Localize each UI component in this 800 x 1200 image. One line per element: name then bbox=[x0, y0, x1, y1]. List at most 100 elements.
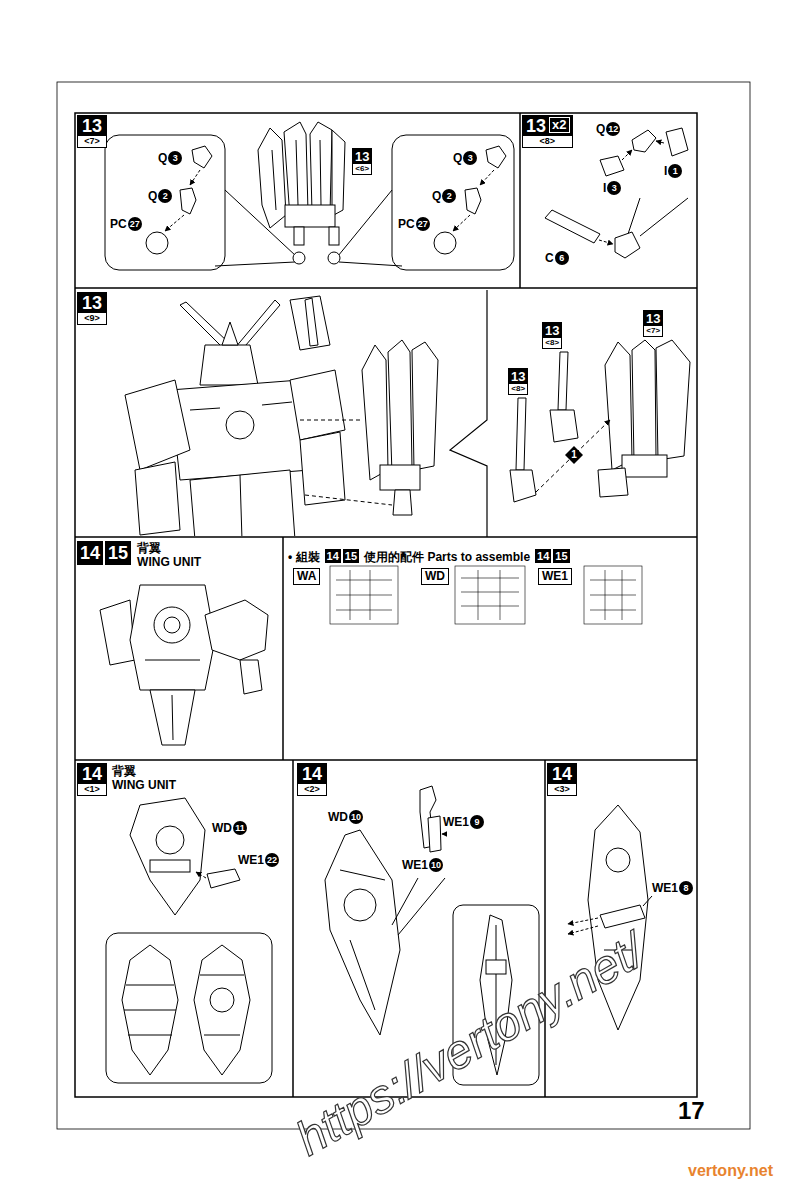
robot-illustration bbox=[125, 296, 438, 536]
step-number: 14 bbox=[548, 764, 576, 784]
step-mini-badge: 14 bbox=[325, 549, 341, 563]
part-callout: C6 bbox=[545, 250, 569, 265]
part-number: 3 bbox=[607, 181, 621, 195]
step-badge: 13x2<8> bbox=[522, 115, 573, 148]
runner-letter: Q bbox=[453, 151, 462, 165]
step-number: 13 bbox=[78, 293, 106, 313]
sub-step-number: <6> bbox=[353, 164, 371, 174]
step-illustration bbox=[100, 585, 268, 745]
step-number: 13 bbox=[78, 116, 106, 136]
runner-thumbnail bbox=[330, 566, 642, 624]
runner-letter: WE1 bbox=[443, 815, 469, 829]
runner-letter: C bbox=[545, 251, 554, 265]
instruction-line: 使用的配件 Parts to assemble bbox=[364, 549, 530, 564]
step-badge: 13<9> bbox=[77, 292, 107, 325]
part-callout: Q3 bbox=[453, 150, 477, 165]
step-number: 14 bbox=[325, 549, 341, 563]
step-number: 14 bbox=[77, 541, 103, 565]
runner-letter: Q bbox=[158, 151, 167, 165]
step-number: 14 bbox=[298, 764, 326, 784]
step-number: 15 bbox=[105, 541, 131, 565]
sub-step-number: <8> bbox=[543, 338, 561, 348]
sub-step-number: <1> bbox=[78, 784, 106, 795]
runner-letter: I bbox=[664, 164, 667, 178]
part-callout: WD10 bbox=[328, 809, 363, 824]
part-number: 9 bbox=[470, 815, 484, 829]
watermark-block: https://vertony.net/ bbox=[288, 925, 653, 1166]
part-callout: WE122 bbox=[238, 852, 279, 867]
part-callout: PC27 bbox=[398, 216, 430, 231]
step-badge: 14<2> bbox=[297, 763, 327, 796]
sub-step-number: <8> bbox=[509, 384, 527, 394]
sub-step-number: <7> bbox=[644, 326, 662, 336]
step-heading: 背翼 bbox=[137, 541, 161, 555]
step-number: 13 bbox=[523, 116, 549, 136]
step-illustration bbox=[450, 290, 690, 537]
runner-letter: WE1 bbox=[652, 881, 678, 895]
step-number: 13 bbox=[543, 323, 561, 338]
part-callout: Q2 bbox=[432, 188, 456, 203]
part-number: 27 bbox=[416, 217, 430, 231]
step-number: 15 bbox=[553, 549, 569, 563]
step-reference-tag: 13<8> bbox=[508, 368, 528, 395]
runner-letter: PC bbox=[110, 217, 127, 231]
runner-letter: PC bbox=[398, 217, 415, 231]
part-number: 6 bbox=[555, 251, 569, 265]
part-callout: Q12 bbox=[596, 121, 620, 136]
part-number: 10 bbox=[429, 858, 443, 872]
part-callout: WE110 bbox=[402, 857, 443, 872]
instruction-line: • 組裝 bbox=[288, 549, 320, 564]
watermark: vertony.net bbox=[688, 1162, 773, 1179]
part-callout: I1 bbox=[664, 163, 682, 178]
part-callout: WD11 bbox=[212, 820, 247, 835]
part-number: 3 bbox=[168, 151, 182, 165]
part-callout: PC27 bbox=[110, 216, 142, 231]
step-reference-tag: 13<8> bbox=[542, 322, 562, 349]
step-number: 14 bbox=[535, 549, 551, 563]
order-number: 1 bbox=[565, 446, 583, 464]
step-mini-badge: 15 bbox=[343, 549, 359, 563]
step-mini-badge: 14 bbox=[535, 549, 551, 563]
watermark-block: vertony.net bbox=[688, 1162, 773, 1180]
part-number: 2 bbox=[442, 189, 456, 203]
step-reference-tag: 13<7> bbox=[643, 310, 663, 337]
step-mini-badge: 15 bbox=[553, 549, 569, 563]
step-heading: 背翼 bbox=[112, 764, 136, 778]
page-number-block: 17 bbox=[678, 1098, 705, 1124]
part-callout: Q3 bbox=[158, 150, 182, 165]
part-number: 8 bbox=[679, 881, 693, 895]
part-number: 12 bbox=[606, 122, 620, 136]
step-number: 13 bbox=[509, 369, 527, 384]
runner-letter: Q bbox=[596, 122, 605, 136]
instruction-text: 使用的配件 Parts to assemble bbox=[364, 550, 530, 564]
runner-letter: Q bbox=[432, 189, 441, 203]
step-number: 14 bbox=[78, 764, 106, 784]
sub-step-number: <9> bbox=[78, 313, 106, 324]
part-number: 11 bbox=[233, 821, 247, 835]
runner-letter: WD bbox=[328, 810, 348, 824]
runner-letter: Q bbox=[148, 189, 157, 203]
part-number: 1 bbox=[668, 164, 682, 178]
sub-step-number: <8> bbox=[523, 136, 572, 147]
step-number: 15 bbox=[343, 549, 359, 563]
runner-tag: WD bbox=[421, 568, 449, 585]
step-illustration bbox=[106, 798, 272, 1083]
instruction-text: • 組裝 bbox=[288, 550, 320, 564]
part-number: 3 bbox=[463, 151, 477, 165]
step-heading: WING UNIT bbox=[137, 555, 201, 569]
step-number: 13 bbox=[353, 149, 371, 164]
sub-step-number: <7> bbox=[78, 136, 106, 147]
part-callout: I3 bbox=[603, 180, 621, 195]
step-illustration bbox=[105, 122, 514, 270]
runner-letter: WE1 bbox=[238, 853, 264, 867]
runner-letter: WD bbox=[212, 821, 232, 835]
runner-name: WD bbox=[422, 569, 448, 584]
step-number: 13 bbox=[644, 311, 662, 326]
step-badge: 13<7> bbox=[77, 115, 107, 148]
part-number: 2 bbox=[158, 189, 172, 203]
step-heading: WING UNIT bbox=[112, 778, 176, 792]
runner-letter: I bbox=[603, 181, 606, 195]
runner-letter: WE1 bbox=[402, 858, 428, 872]
part-number: 22 bbox=[265, 853, 279, 867]
